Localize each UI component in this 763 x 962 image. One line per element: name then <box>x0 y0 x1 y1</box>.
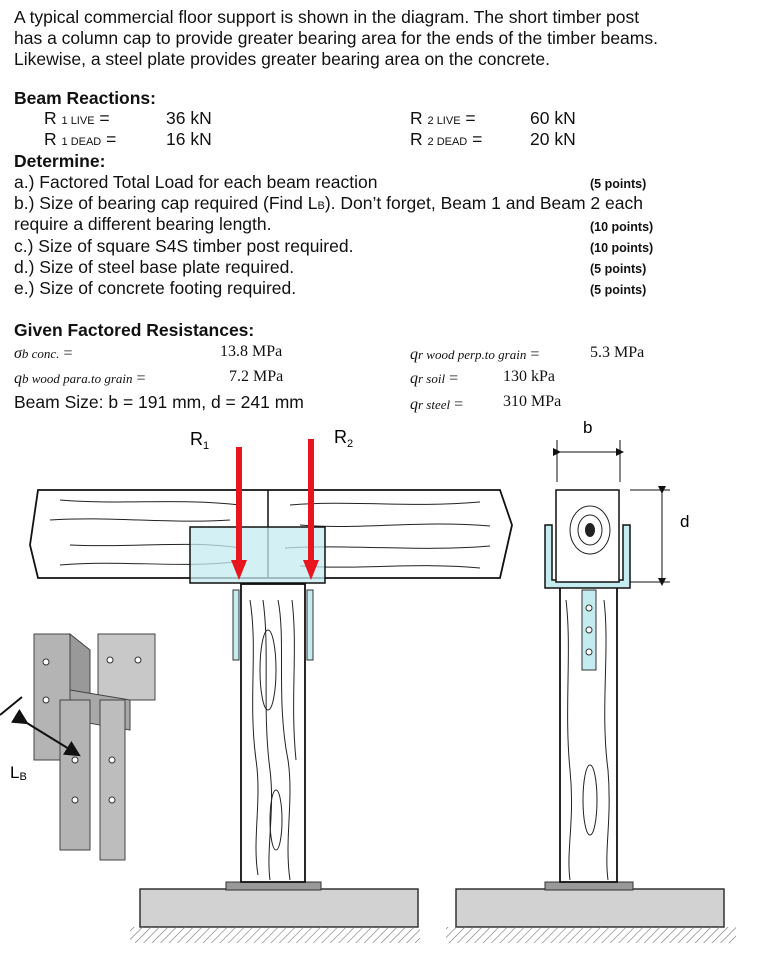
task-b: b.) Size of bearing cap required (Find L… <box>14 193 643 213</box>
resistances-heading: Given Factored Resistances: <box>14 320 255 340</box>
q-wood-perp-label: qr wood perp.to grain = <box>410 346 540 363</box>
sigma-conc-label: σb conc. = <box>14 345 73 362</box>
r1-live-value: 36 kN <box>166 108 212 128</box>
task-a-points: (5 points) <box>590 177 647 191</box>
reaction-arrow-r1 <box>231 447 247 580</box>
floor-support-diagram: R1 R2 LB <box>0 420 736 943</box>
task-c: c.) Size of square S4S timber post requi… <box>14 236 354 256</box>
cap-flange-left <box>232 589 240 661</box>
cap-flange-right <box>306 589 314 661</box>
r1-label: R1 <box>190 429 209 452</box>
q-wood-para-value: 7.2 MPa <box>229 368 284 385</box>
steel-base-plate-left <box>225 881 322 891</box>
steel-base-plate-right <box>544 881 634 891</box>
task-e-points: (5 points) <box>590 283 647 297</box>
q-soil-value: 130 kPa <box>503 368 555 385</box>
d-label: d <box>680 512 689 531</box>
q-steel-value: 310 MPa <box>503 393 562 410</box>
r1-dead-label: R 1 DEAD = <box>44 129 117 149</box>
r1-live-label: R 1 LIVE = <box>44 108 110 128</box>
lb-leader <box>0 696 23 716</box>
r2-live-value: 60 kN <box>530 108 576 128</box>
reaction-arrow-r2 <box>303 439 319 580</box>
b-dimension <box>553 440 624 482</box>
reactions-heading: Beam Reactions: <box>14 88 156 108</box>
lb-label: LB <box>10 763 27 783</box>
timber-post-left <box>240 583 306 883</box>
task-a: a.) Factored Total Load for each beam re… <box>14 172 378 192</box>
q-wood-perp-value: 5.3 MPa <box>590 344 645 361</box>
intro-line-3: Likewise, a steel plate provides greater… <box>14 49 551 69</box>
q-steel-label: qr steel = <box>410 396 464 413</box>
r1-dead-value: 16 kN <box>166 129 212 149</box>
bearing-cap-3d <box>33 632 156 861</box>
footing-right <box>446 888 736 943</box>
footing-left <box>130 888 420 943</box>
sigma-conc-value: 13.8 MPa <box>220 343 283 360</box>
intro-line-1: A typical commercial floor support is sh… <box>14 7 640 27</box>
d-dimension <box>630 486 670 586</box>
r2-dead-label: R 2 DEAD = <box>410 129 483 149</box>
task-e: e.) Size of concrete footing required. <box>14 278 297 298</box>
beam-size: Beam Size: b = 191 mm, d = 241 mm <box>14 392 304 412</box>
r2-dead-value: 20 kN <box>530 129 576 149</box>
cap-u-section <box>544 524 631 589</box>
q-wood-para-label: qb wood para.to grain = <box>14 370 146 387</box>
r2-label: R2 <box>334 427 353 450</box>
bearing-cap <box>189 526 326 584</box>
beam-end-grain <box>555 489 620 583</box>
task-d: d.) Size of steel base plate required. <box>14 257 295 277</box>
task-b-points: (10 points) <box>590 220 654 234</box>
determine-heading: Determine: <box>14 151 106 171</box>
task-c-points: (10 points) <box>590 241 654 255</box>
lb-dimension-arrow <box>10 708 81 757</box>
r2-live-label: R 2 LIVE = <box>410 108 476 128</box>
q-soil-label: qr soil = <box>410 370 459 387</box>
task-b-line2: require a different bearing length. <box>14 214 272 234</box>
task-d-points: (5 points) <box>590 262 647 276</box>
b-label: b <box>583 420 592 437</box>
intro-line-2: has a column cap to provide greater bear… <box>14 28 658 48</box>
